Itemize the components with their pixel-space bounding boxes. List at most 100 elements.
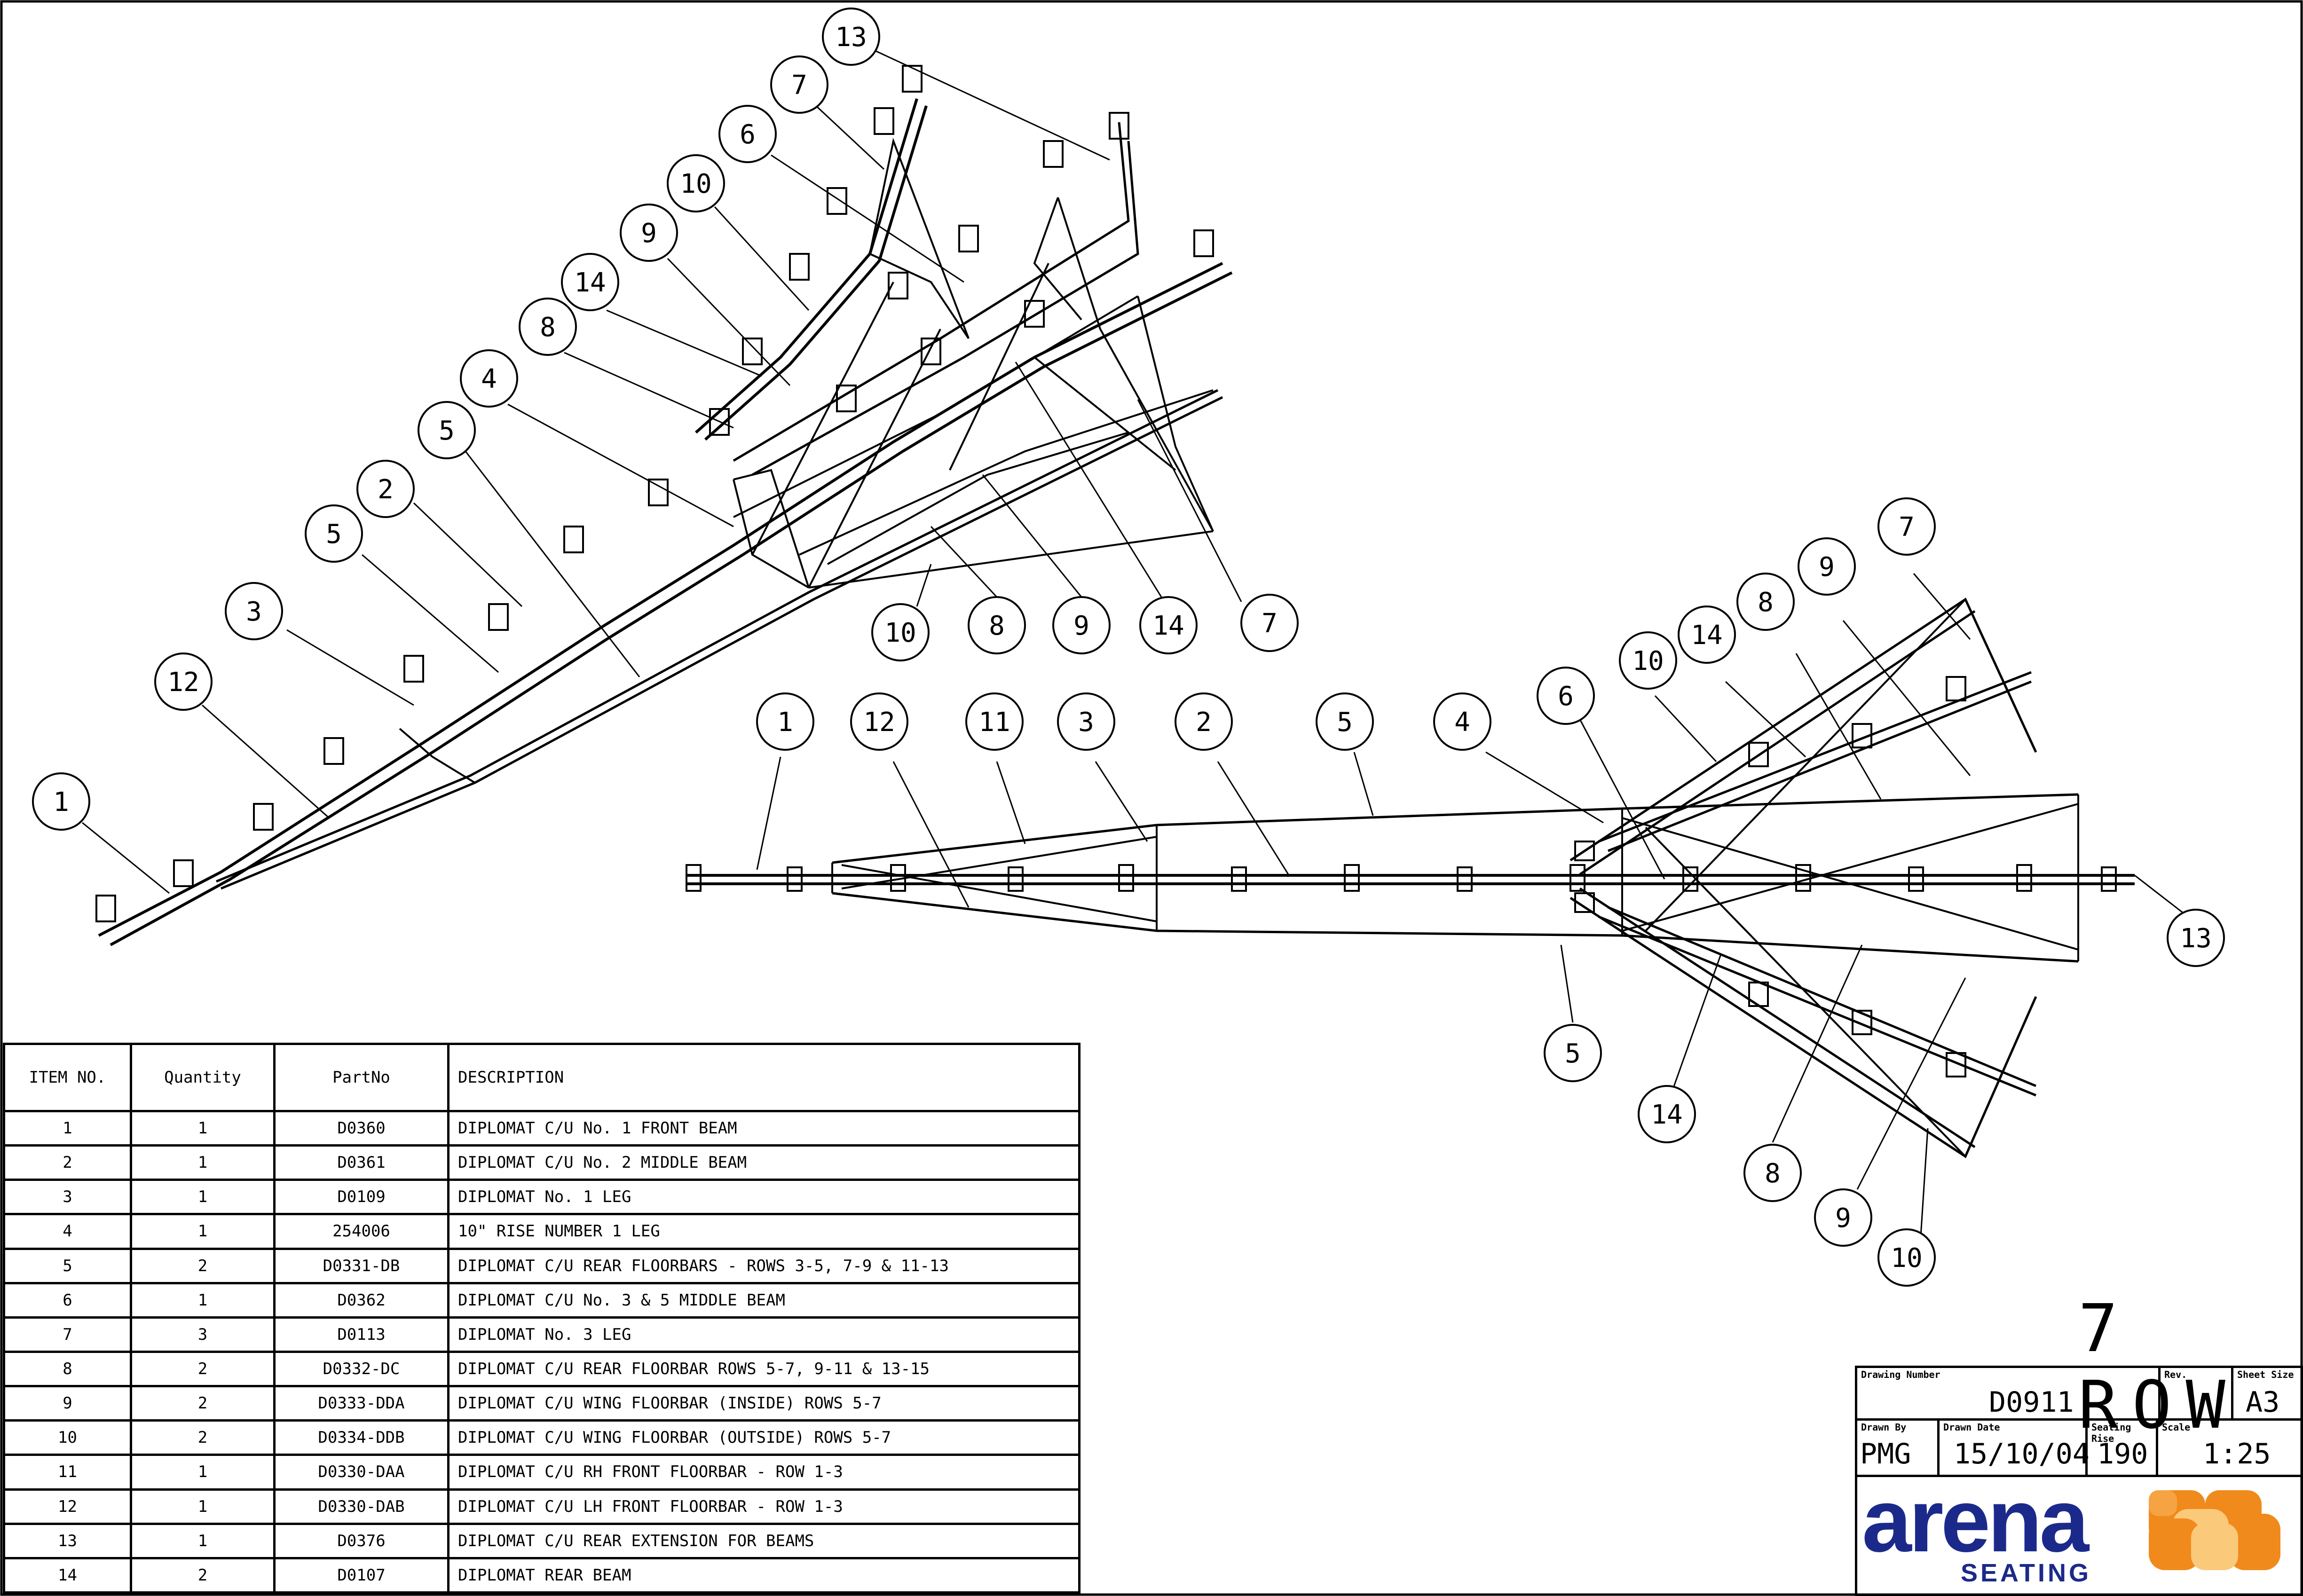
iso-item-balloon: 7 xyxy=(770,55,828,114)
balloon-circle xyxy=(225,582,283,640)
bom-description: DIPLOMAT C/U RH FRONT FLOORBAR - ROW 1-3 xyxy=(447,1454,1081,1491)
balloon-circle xyxy=(756,692,814,751)
plan-item-balloon: 14 xyxy=(1638,1085,1696,1143)
balloon-circle xyxy=(356,460,415,518)
bom-item-no: 11 xyxy=(3,1454,132,1491)
bom-part-no: D0334-DDB xyxy=(273,1419,450,1456)
bom-description: DIPLOMAT No. 1 LEG xyxy=(447,1179,1081,1216)
logo-cell xyxy=(1855,1475,2303,1596)
bom-item-no: 14 xyxy=(3,1557,132,1594)
plan-item-balloon: 11 xyxy=(965,692,1024,751)
drawing-number-cell: Drawing Number D0911 xyxy=(1855,1366,2161,1421)
plan-item-balloon: 10 xyxy=(1619,631,1677,690)
bom-part-no: D0362 xyxy=(273,1282,450,1319)
bom-header-partno: PartNo xyxy=(273,1043,450,1112)
balloon-label: 9 xyxy=(1073,611,1089,641)
plan-item-balloon: 1 xyxy=(756,692,814,751)
drawn-date-label: Drawn Date xyxy=(1943,1422,2000,1433)
bom-description: DIPLOMAT C/U WING FLOORBAR (OUTSIDE) ROW… xyxy=(447,1419,1081,1456)
view-label: 7 ROW xyxy=(2078,1290,2240,1444)
bom-quantity: 2 xyxy=(130,1419,276,1456)
bom-description: DIPLOMAT No. 3 LEG xyxy=(447,1316,1081,1353)
balloon-circle xyxy=(32,772,90,831)
iso-item-balloon: 9 xyxy=(620,204,678,262)
scale-label: Scale xyxy=(2162,1422,2191,1433)
bom-description: DIPLOMAT C/U REAR FLOORBAR ROWS 5-7, 9-1… xyxy=(447,1350,1081,1388)
balloon-circle xyxy=(561,253,619,311)
plan-item-balloon: 12 xyxy=(850,692,908,751)
bom-header-row: ITEM NO. Quantity PartNo DESCRIPTION xyxy=(3,1043,1081,1112)
sheet-size-label: Sheet Size xyxy=(2237,1369,2294,1380)
balloon-label: 2 xyxy=(378,474,394,505)
balloon-circle xyxy=(1619,631,1677,690)
balloon-circle xyxy=(1678,605,1736,664)
bom-quantity: 1 xyxy=(130,1454,276,1491)
balloon-label: 5 xyxy=(439,416,455,446)
balloon-circle xyxy=(1814,1188,1872,1247)
balloon-circle xyxy=(2167,909,2225,967)
balloon-label: 9 xyxy=(1819,552,1835,582)
bom-description: DIPLOMAT C/U REAR FLOORBARS - ROWS 3-5, … xyxy=(447,1247,1081,1284)
bom-part-no: D0331-DB xyxy=(273,1247,450,1284)
balloon-label: 4 xyxy=(481,364,497,394)
balloon-circle xyxy=(1316,692,1374,751)
bom-quantity: 2 xyxy=(130,1350,276,1388)
balloon-circle xyxy=(154,653,213,711)
balloon-label: 7 xyxy=(1262,608,1278,639)
balloon-label: 12 xyxy=(863,707,895,738)
bom-part-no: D0113 xyxy=(273,1316,450,1353)
balloon-label: 10 xyxy=(1632,646,1664,676)
seating-rise-cell: Seating Rise 190 xyxy=(2085,1418,2158,1477)
iso-item-balloon: 4 xyxy=(460,349,518,408)
bom-part-no: 254006 xyxy=(273,1213,450,1250)
balloon-label: 14 xyxy=(1651,1100,1682,1130)
plan-item-balloon: 2 xyxy=(1175,692,1233,751)
balloon-label: 9 xyxy=(1835,1203,1851,1234)
bom-quantity: 1 xyxy=(130,1179,276,1216)
plan-item-balloon: 8 xyxy=(1743,1144,1802,1202)
rev-label: Rev. xyxy=(2164,1369,2187,1380)
balloon-label: 6 xyxy=(1558,681,1574,712)
bom-part-no: D0330-DAB xyxy=(273,1488,450,1525)
balloon-label: 10 xyxy=(680,169,711,199)
bom-header-quantity: Quantity xyxy=(130,1043,276,1112)
balloon-label: 3 xyxy=(246,597,262,627)
bom-header-item: ITEM NO. xyxy=(3,1043,132,1112)
plan-item-balloon: 9 xyxy=(1814,1188,1872,1247)
balloon-label: 3 xyxy=(1078,707,1094,738)
bom-item-no: 2 xyxy=(3,1144,132,1181)
balloon-label: 1 xyxy=(53,787,69,818)
scale-cell: Scale 1:25 xyxy=(2156,1418,2303,1477)
balloon-circle xyxy=(1057,692,1115,751)
bom-part-no: D0109 xyxy=(273,1179,450,1216)
balloon-label: 14 xyxy=(574,267,606,298)
drawn-date-cell: Drawn Date 15/10/04 xyxy=(1937,1418,2090,1477)
balloon-circle xyxy=(418,401,476,459)
balloon-label: 14 xyxy=(1152,611,1184,641)
bom-item-no: 3 xyxy=(3,1179,132,1216)
bom-part-no: D0360 xyxy=(273,1109,450,1147)
plan-item-balloon: 8 xyxy=(1736,573,1795,631)
balloon-circle xyxy=(1052,596,1111,654)
iso-item-balloon: 12 xyxy=(154,653,213,711)
balloon-label: 8 xyxy=(1758,587,1774,618)
sheet-size-cell: Sheet Size A3 xyxy=(2231,1366,2303,1421)
iso-item-balloon: 14 xyxy=(561,253,619,311)
balloon-circle xyxy=(1877,1228,1936,1287)
bom-quantity: 3 xyxy=(130,1316,276,1353)
bom-quantity: 2 xyxy=(130,1557,276,1594)
scale: 1:25 xyxy=(2203,1438,2271,1470)
bom-description: DIPLOMAT C/U No. 2 MIDDLE BEAM xyxy=(447,1144,1081,1181)
bom-quantity: 1 xyxy=(130,1144,276,1181)
plan-item-balloon: 9 xyxy=(1798,537,1856,596)
iso-item-balloon: 5 xyxy=(305,504,363,563)
bom-item-no: 13 xyxy=(3,1522,132,1559)
